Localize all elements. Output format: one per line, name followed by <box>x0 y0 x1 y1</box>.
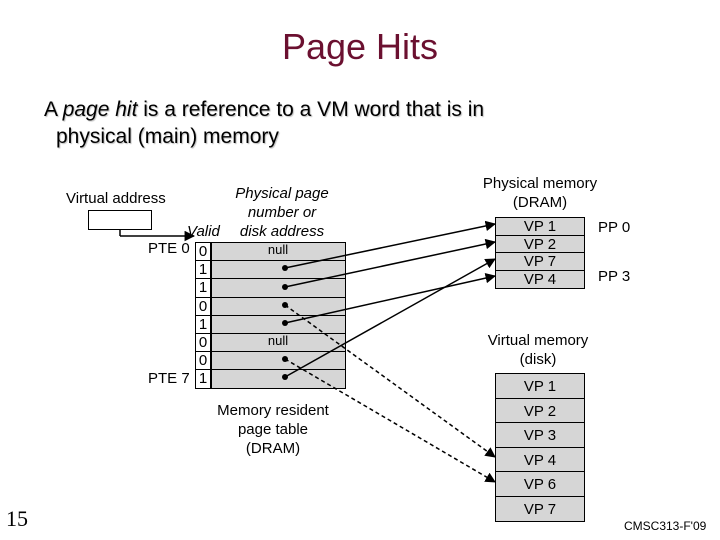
physical-page-cell: VP 7 <box>495 252 585 271</box>
arrow-pte2-to-vp2 <box>284 238 497 288</box>
subtitle: A page hit is a reference to a VM word t… <box>44 96 664 150</box>
page-table-caption-line3: (DRAM) <box>245 440 301 457</box>
subtitle-line2: physical (main) memory <box>56 125 279 148</box>
virtual-page-cell: VP 6 <box>495 471 585 497</box>
physical-page-cell: VP 4 <box>495 269 585 289</box>
page-table-caption: Memory resident page table (DRAM) <box>203 401 343 458</box>
ppn-header-line2: number or <box>247 204 317 221</box>
subtitle-suffix: is a reference to a VM word that is in <box>137 98 485 121</box>
page-table-caption-line2: page table <box>237 421 309 438</box>
null-entry: null <box>267 333 289 348</box>
course-footer: CMSC313-F'09 <box>624 519 707 533</box>
arrow-pte6-to-disk <box>284 358 496 483</box>
pointer-dot <box>282 320 288 326</box>
subtitle-term: page hit <box>62 98 138 121</box>
arrow-pte1-to-vp1 <box>284 220 497 269</box>
pp3-label: PP 3 <box>598 268 631 285</box>
physical-memory-label-line2: (DRAM) <box>512 194 568 211</box>
physical-memory-label-line1: Physical memory <box>482 175 598 192</box>
page-table-caption-line1: Memory resident <box>217 402 329 419</box>
pointer-dot <box>282 374 288 380</box>
slide-number: 15 <box>6 506 28 531</box>
subtitle-prefix: A <box>44 98 63 121</box>
virtual-address-box <box>88 210 152 230</box>
virtual-page-cell: VP 3 <box>495 422 585 448</box>
virtual-memory-label-line2: (disk) <box>519 351 557 368</box>
pointer-dot <box>282 284 288 290</box>
pte0-label: PTE 0 <box>148 240 190 257</box>
virtual-page-cell: VP 7 <box>495 495 585 522</box>
pointer-dot <box>282 265 288 271</box>
page-title: Page Hits <box>281 26 439 67</box>
physical-page-cell: VP 1 <box>495 217 585 236</box>
physical-memory-label: Physical memory (DRAM) <box>470 174 610 212</box>
valid-bit-cell: 1 <box>195 369 211 390</box>
virtual-page-cell: VP 2 <box>495 397 585 424</box>
ppn-header: Physical page number or disk address <box>212 184 352 241</box>
ppn-header-line1: Physical page <box>235 185 329 202</box>
pointer-dot <box>282 356 288 362</box>
virtual-memory-label: Virtual memory (disk) <box>468 331 608 369</box>
physical-page-cell: VP 2 <box>495 234 585 254</box>
virtual-address-label: Virtual address <box>66 190 166 207</box>
arrow-pte4-to-vp4 <box>284 272 497 324</box>
pp0-label: PP 0 <box>598 219 631 236</box>
valid-header: Valid <box>187 223 220 240</box>
pointer-dot <box>282 302 288 308</box>
arrow-pte7-to-vp7 <box>284 258 496 378</box>
arrow-pte3-to-disk <box>284 304 496 458</box>
ppn-header-line3: disk address <box>239 223 325 240</box>
virtual-memory-label-line1: Virtual memory <box>487 332 589 349</box>
null-entry: null <box>267 242 289 257</box>
pte7-label: PTE 7 <box>148 370 190 387</box>
